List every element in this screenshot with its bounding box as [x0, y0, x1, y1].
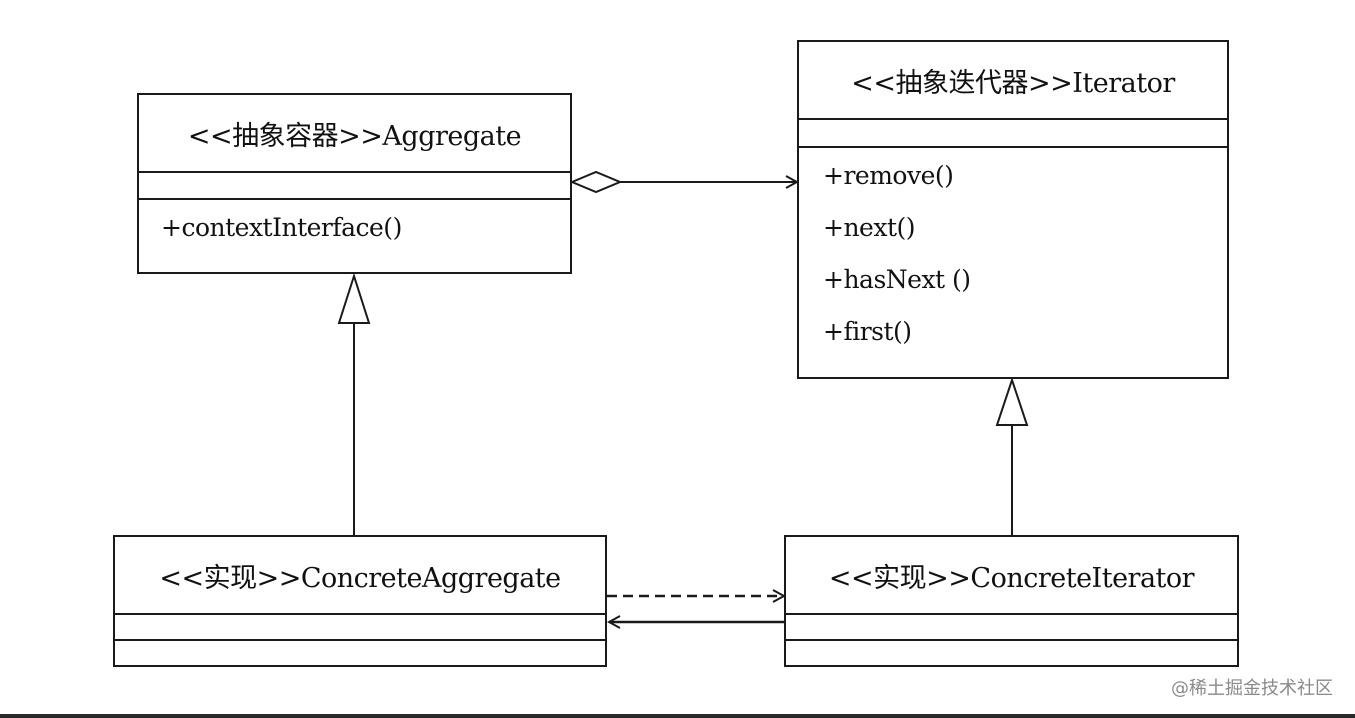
hollow-triangle-icon [995, 376, 1029, 426]
operation: +next() [823, 213, 916, 242]
class-name: <<抽象容器>>Aggregate [139, 95, 570, 173]
aggregation-link [569, 170, 797, 194]
attributes-compartment [786, 615, 1237, 641]
operation: +remove() [823, 161, 954, 190]
class-name: <<实现>>ConcreteIterator [786, 537, 1237, 615]
class-aggregate[interactable]: <<抽象容器>>Aggregate +contextInterface() [137, 93, 572, 274]
bottom-border [0, 714, 1355, 718]
class-name: <<实现>>ConcreteAggregate [115, 537, 605, 615]
operation: +contextInterface() [161, 213, 402, 242]
operation: +first() [823, 317, 912, 346]
attributes-compartment [799, 120, 1227, 148]
class-concrete-aggregate[interactable]: <<实现>>ConcreteAggregate [113, 535, 607, 667]
attributes-compartment [115, 615, 605, 641]
generalization-link-aggregate [337, 272, 371, 535]
operation: +hasNext () [823, 265, 971, 294]
hollow-triangle-icon [337, 272, 371, 324]
generalization-link-iterator [995, 376, 1029, 535]
class-iterator[interactable]: <<抽象迭代器>>Iterator +remove() +next() +has… [797, 40, 1229, 379]
operations-compartment: +remove() +next() +hasNext () +first() [799, 148, 1227, 364]
class-name: <<抽象迭代器>>Iterator [799, 42, 1227, 120]
attributes-compartment [139, 173, 570, 200]
watermark: @稀土掘金技术社区 [1171, 678, 1333, 699]
class-concrete-iterator[interactable]: <<实现>>ConcreteIterator [784, 535, 1239, 667]
aggregation-diamond-icon [569, 170, 623, 194]
operations-compartment: +contextInterface() [139, 200, 570, 260]
